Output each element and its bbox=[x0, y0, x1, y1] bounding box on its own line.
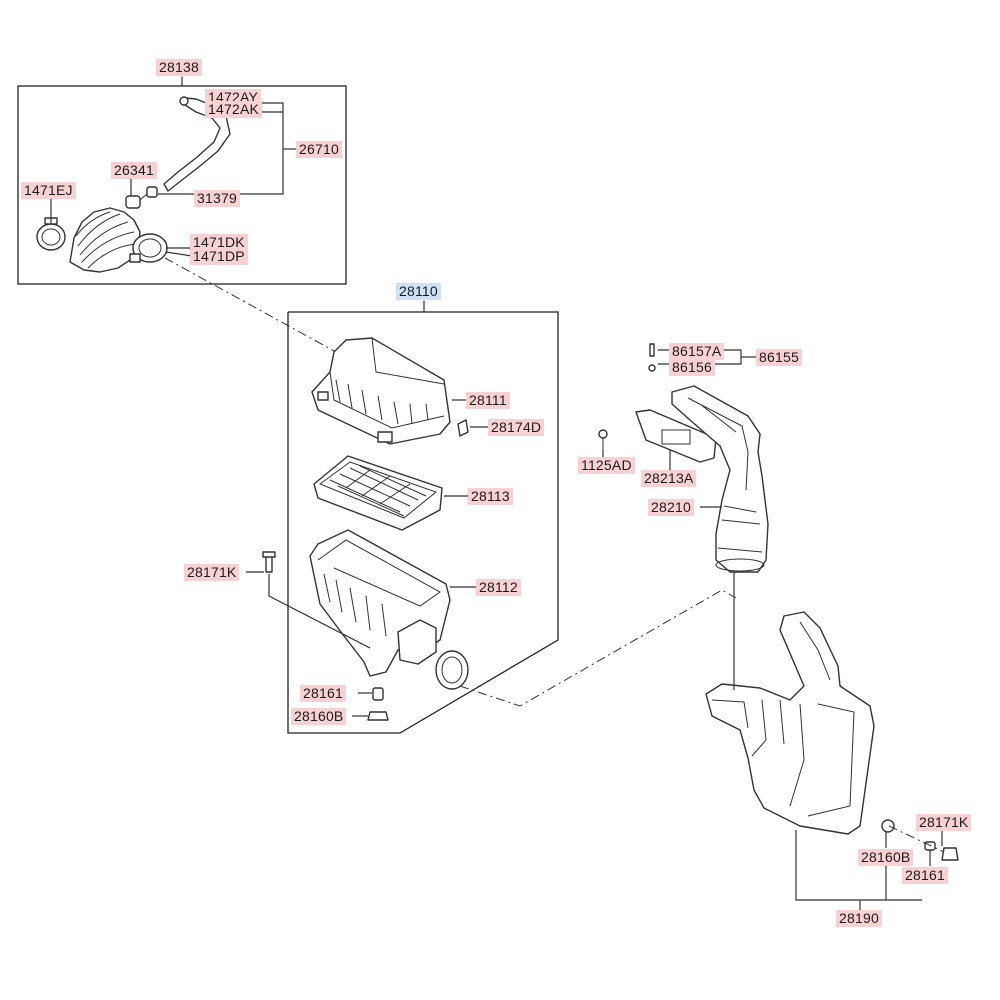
label-28210[interactable]: 28210 bbox=[648, 499, 694, 516]
label-28190[interactable]: 28190 bbox=[836, 910, 882, 927]
label-28161-right[interactable]: 28161 bbox=[902, 867, 948, 884]
resonator-28190 bbox=[705, 611, 875, 835]
seal-ring bbox=[435, 650, 469, 690]
label-28138[interactable]: 28138 bbox=[156, 59, 202, 76]
label-1472AK[interactable]: 1472AK bbox=[205, 101, 263, 118]
label-28171K-left[interactable]: 28171K bbox=[184, 564, 240, 581]
label-86157A[interactable]: 86157A bbox=[669, 343, 725, 360]
grommet-28160B-right bbox=[881, 819, 895, 833]
screw-86157A bbox=[649, 343, 655, 357]
label-86155[interactable]: 86155 bbox=[756, 349, 802, 366]
label-26710[interactable]: 26710 bbox=[296, 141, 342, 158]
label-28171K-right[interactable]: 28171K bbox=[916, 814, 972, 831]
hose-clip-top bbox=[179, 96, 189, 106]
label-28213A[interactable]: 28213A bbox=[641, 470, 697, 487]
label-1471DP[interactable]: 1471DP bbox=[190, 248, 248, 265]
clamp-1471EJ bbox=[36, 223, 66, 251]
hose-clamp-31379 bbox=[146, 186, 158, 198]
bolt-28171K-left bbox=[265, 555, 273, 573]
bolt-28171K-right bbox=[941, 847, 959, 861]
label-28160B-left[interactable]: 28160B bbox=[291, 708, 347, 725]
collar-28160B-left bbox=[367, 711, 389, 721]
label-86156[interactable]: 86156 bbox=[669, 359, 715, 376]
lower-case-outlet bbox=[397, 619, 437, 665]
screw-86156 bbox=[648, 364, 656, 372]
label-31379[interactable]: 31379 bbox=[194, 190, 240, 207]
label-1471EJ[interactable]: 1471EJ bbox=[21, 182, 76, 199]
air-cleaner-upper-cover bbox=[311, 337, 451, 445]
label-28160B-right[interactable]: 28160B bbox=[858, 849, 914, 866]
bolt-1125AD bbox=[598, 429, 608, 439]
label-28113[interactable]: 28113 bbox=[468, 488, 513, 505]
label-1471DK[interactable]: 1471DK bbox=[190, 234, 248, 251]
label-28111[interactable]: 28111 bbox=[466, 392, 510, 409]
label-28112[interactable]: 28112 bbox=[476, 579, 521, 596]
label-28174D[interactable]: 28174D bbox=[488, 419, 545, 436]
label-28161-left[interactable]: 28161 bbox=[300, 685, 346, 702]
label-28110[interactable]: 28110 bbox=[396, 283, 441, 300]
air-cleaner-group-box bbox=[287, 311, 559, 734]
grommet-28161-left bbox=[372, 687, 384, 701]
bracket-28213A bbox=[635, 409, 717, 463]
clip-28174D bbox=[457, 419, 469, 437]
air-filter-element bbox=[313, 455, 443, 531]
label-1125AD[interactable]: 1125AD bbox=[578, 457, 635, 474]
nipple-26341 bbox=[125, 195, 141, 209]
label-26341[interactable]: 26341 bbox=[111, 162, 157, 179]
